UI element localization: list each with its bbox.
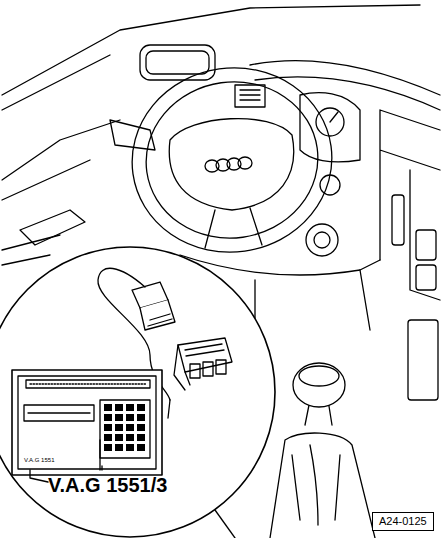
keypad [100, 400, 150, 458]
steering-wheel-rim [120, 55, 344, 265]
ignition [306, 224, 338, 256]
gear-knob-top [299, 366, 339, 386]
tunnel [255, 270, 370, 330]
keypad-keys [104, 404, 145, 451]
fuse [190, 364, 200, 378]
audi-rings [205, 157, 252, 172]
leader-line [30, 470, 48, 482]
steering-wheel-inner [136, 71, 328, 249]
socket-pins [185, 344, 224, 356]
device-marking: V.A.G 1551 [24, 457, 54, 464]
socket-housing [174, 345, 190, 390]
fuse [216, 360, 226, 374]
gauge-needle [330, 112, 338, 122]
gear-knob [293, 363, 345, 407]
console-switches [408, 320, 438, 400]
roof-line [2, 5, 420, 95]
seat-edge [215, 510, 235, 538]
figure-number: A24-0125 [379, 515, 427, 527]
fuse [203, 362, 213, 376]
switch-panel [416, 265, 436, 290]
dash-top2 [255, 77, 440, 110]
diagnostic-socket [178, 338, 232, 372]
door-line [2, 120, 120, 200]
tester-label: V.A.G 1551/3 [48, 474, 167, 496]
mirror-glass [146, 51, 209, 74]
horn-pad [235, 85, 265, 107]
cable-entry [100, 440, 102, 470]
vent [392, 195, 404, 245]
ignition-lock [314, 232, 330, 248]
gear-boot [270, 433, 375, 538]
display [24, 405, 94, 421]
boot-folds [292, 445, 340, 525]
steering-column [205, 208, 262, 248]
figure-number-box: A24-0125 [372, 512, 434, 531]
cable [168, 400, 170, 418]
detail-circle [0, 247, 275, 537]
display-line [28, 412, 90, 413]
gauge [316, 108, 344, 136]
printer-slot [26, 380, 150, 388]
plug-ribs [148, 314, 172, 326]
tester-face [18, 376, 156, 469]
pillar-line [2, 55, 110, 110]
instrument-cluster [300, 93, 360, 162]
door-trim [2, 235, 60, 265]
mirror [140, 45, 215, 80]
switch-panel [416, 230, 436, 260]
plug-body [140, 300, 175, 330]
printer-slot-texture [30, 383, 146, 384]
horn-texture [240, 90, 260, 100]
tester-housing [12, 370, 162, 475]
airbag-hub [169, 119, 293, 210]
door-handle [20, 210, 85, 245]
center-console [380, 110, 440, 300]
